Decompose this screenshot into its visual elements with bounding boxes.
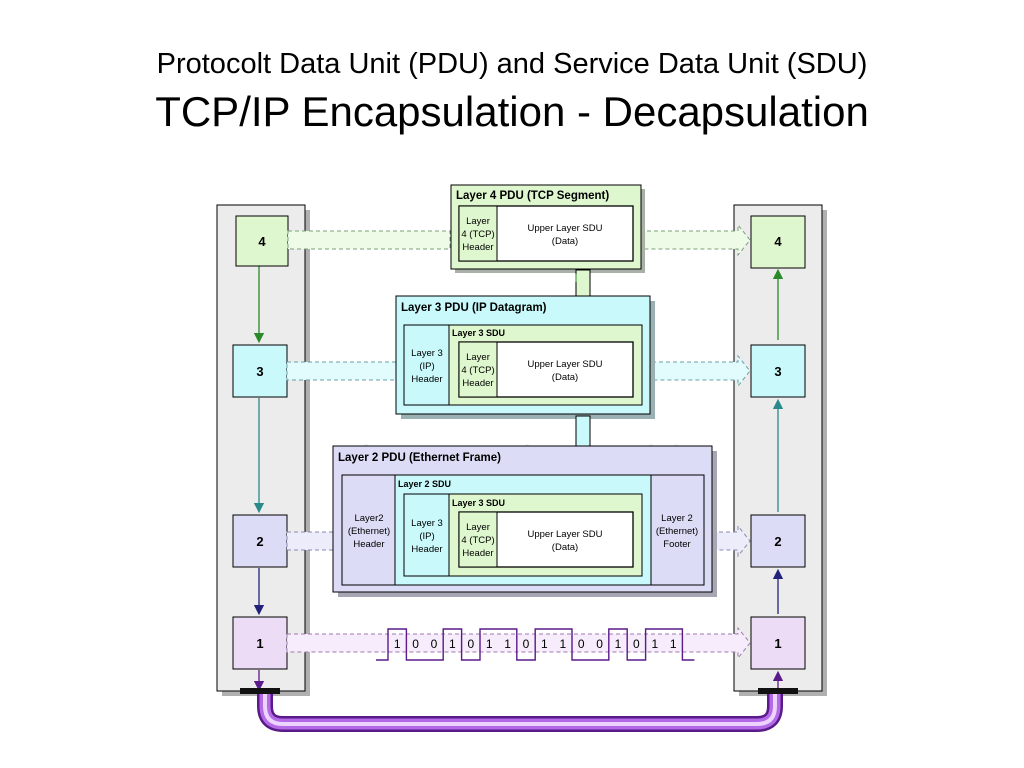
layer4-pdu-title: Layer 4 PDU (TCP Segment) bbox=[456, 190, 609, 202]
layer2-header-line3: Header bbox=[353, 539, 384, 550]
right-layer-3-label: 3 bbox=[774, 364, 781, 379]
layer4-data-line2: (Data) bbox=[552, 236, 578, 247]
layer2-sdu-label: Layer 2 SDU bbox=[398, 479, 451, 489]
layer2-header-line1: Layer2 bbox=[354, 513, 383, 524]
bit-value: 1 bbox=[486, 637, 493, 651]
bit-value: 1 bbox=[394, 637, 401, 651]
bit-value: 0 bbox=[523, 637, 530, 651]
left-layer-2-box: 2 bbox=[232, 514, 288, 568]
left-layer-1-label: 1 bbox=[256, 636, 263, 651]
bit-value: 1 bbox=[651, 637, 658, 651]
bit-value: 1 bbox=[559, 637, 566, 651]
layer3-data-line1: Upper Layer SDU bbox=[528, 359, 603, 370]
layer3-header-line1: Layer 3 bbox=[411, 348, 443, 359]
left-layer-3-label: 3 bbox=[256, 364, 263, 379]
layer2-pdu: Layer 2 PDU (Ethernet Frame) Layer2 (Eth… bbox=[332, 445, 717, 597]
layer3-header-line3: Header bbox=[411, 374, 442, 385]
layer2-footer-line1: Layer 2 bbox=[661, 513, 693, 524]
title-line-1: Protocolt Data Unit (PDU) and Service Da… bbox=[156, 48, 868, 80]
layer2-data-line2: (Data) bbox=[552, 542, 578, 553]
layer2-footer-line2: (Ethernet) bbox=[656, 526, 698, 537]
layer2-inner-sdu-label: Layer 3 SDU bbox=[452, 498, 505, 508]
layer2-ip-header-line3: Header bbox=[411, 544, 442, 555]
right-layer-3-box: 3 bbox=[750, 344, 806, 398]
layer2-tcp-header-line3: Header bbox=[462, 548, 493, 559]
layer3-tcp-header-line3: Header bbox=[462, 378, 493, 389]
bit-value: 1 bbox=[449, 637, 456, 651]
bit-value: 1 bbox=[541, 637, 548, 651]
bit-value: 1 bbox=[670, 637, 677, 651]
left-layer-1-box: 1 bbox=[232, 616, 288, 670]
layer2-ip-header-line2: (IP) bbox=[419, 531, 434, 542]
layer3-tcp-header-line2: 4 (TCP) bbox=[461, 365, 494, 376]
right-layer-4-label: 4 bbox=[774, 234, 782, 249]
layer2-data-line1: Upper Layer SDU bbox=[528, 529, 603, 540]
layer3-header-line2: (IP) bbox=[419, 361, 434, 372]
layer2-pdu-title: Layer 2 PDU (Ethernet Frame) bbox=[338, 452, 501, 464]
layer2-footer-line3: Footer bbox=[663, 539, 690, 550]
flow-arrow-layer4 bbox=[287, 223, 751, 257]
layer2-tcp-header-line2: 4 (TCP) bbox=[461, 535, 494, 546]
layer3-tcp-header-line1: Layer bbox=[466, 352, 490, 363]
physical-cable bbox=[240, 688, 798, 732]
right-layer-1-label: 1 bbox=[774, 636, 781, 651]
bit-value: 0 bbox=[467, 637, 474, 651]
flow-arrow-layer1 bbox=[286, 626, 751, 660]
layer4-header-line2: 4 (TCP) bbox=[461, 229, 494, 240]
bit-value: 0 bbox=[412, 637, 419, 651]
layer4-data-line1: Upper Layer SDU bbox=[528, 223, 603, 234]
layer3-data-line2: (Data) bbox=[552, 372, 578, 383]
layer4-header-line3: Header bbox=[462, 242, 493, 253]
bit-value: 0 bbox=[578, 637, 585, 651]
layer2-header-line2: (Ethernet) bbox=[348, 526, 390, 537]
left-layer-2-label: 2 bbox=[256, 534, 263, 549]
bit-value: 0 bbox=[431, 637, 438, 651]
bit-value: 1 bbox=[504, 637, 511, 651]
layer3-pdu: Layer 3 PDU (IP Datagram) Layer 3 SDU La… bbox=[395, 295, 655, 419]
title-line-2: TCP/IP Encapsulation - Decapsulation bbox=[155, 88, 869, 135]
layer3-pdu-title: Layer 3 PDU (IP Datagram) bbox=[401, 302, 547, 314]
bit-signal-line bbox=[376, 628, 695, 661]
layer4-pdu: Layer 4 PDU (TCP Segment) Layer 4 (TCP) … bbox=[450, 184, 645, 273]
right-layer-4-box: 4 bbox=[750, 215, 806, 269]
bit-value: 0 bbox=[596, 637, 603, 651]
bit-value: 0 bbox=[633, 637, 640, 651]
layer4-header-line1: Layer bbox=[466, 216, 490, 227]
right-layer-2-box: 2 bbox=[750, 514, 806, 568]
layer2-ip-header-line1: Layer 3 bbox=[411, 518, 443, 529]
bit-value: 1 bbox=[615, 637, 622, 651]
left-layer-4-box: 4 bbox=[235, 215, 289, 267]
left-layer-3-box: 3 bbox=[232, 344, 288, 398]
layer2-tcp-header-line1: Layer bbox=[466, 522, 490, 533]
right-layer-2-label: 2 bbox=[774, 534, 781, 549]
left-layer-4-label: 4 bbox=[258, 234, 266, 249]
right-layer-1-box: 1 bbox=[750, 616, 806, 670]
layer3-sdu-label: Layer 3 SDU bbox=[452, 328, 505, 338]
